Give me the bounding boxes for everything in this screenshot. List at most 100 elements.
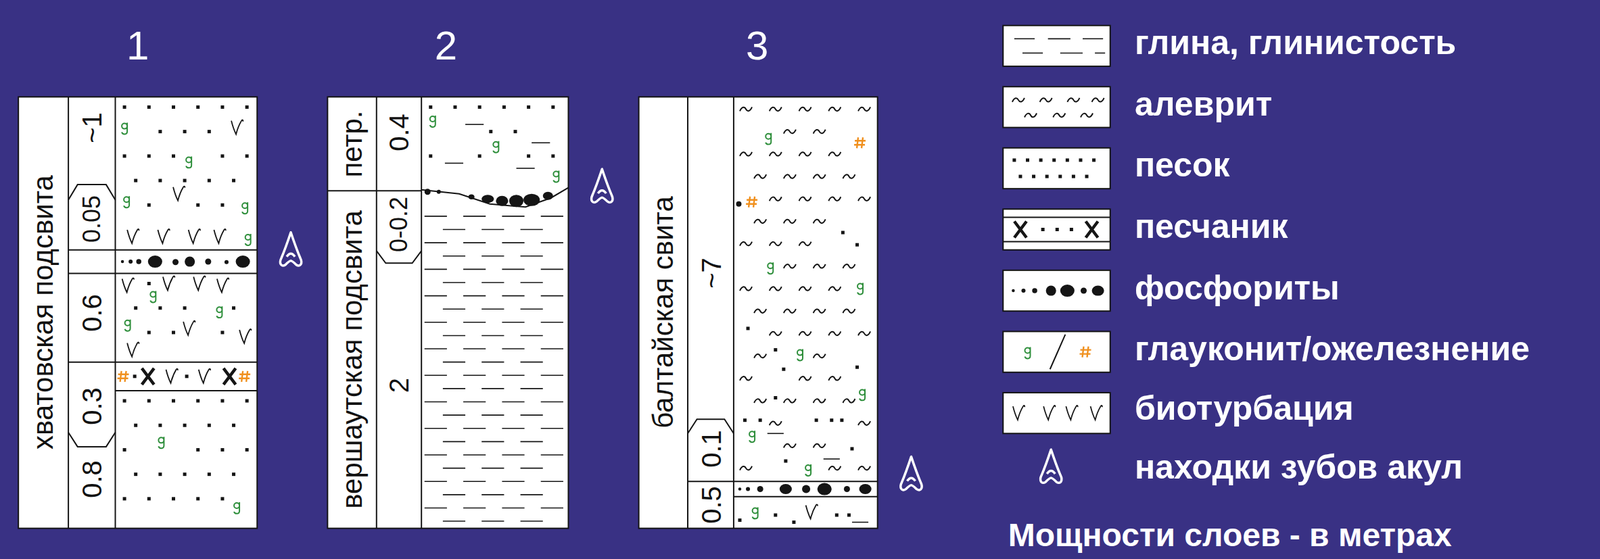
clay-dash [463,480,486,483]
sand-grain [245,154,249,158]
silt-mark [799,196,812,201]
silt-mark [1092,98,1105,103]
phosphorite-nodule [468,194,475,200]
sand-grain [231,424,236,428]
silt-mark [858,196,871,201]
silt-mark [799,286,812,291]
bioturbation-mark [217,277,229,293]
phosphorite-nodule [148,255,163,268]
silt-mark [799,376,812,381]
silt-mark [813,219,826,224]
bioturbation-mark [193,275,205,291]
shark-tooth-icon [900,457,922,491]
glauconite-mark [150,291,156,303]
iron-mark [117,371,130,383]
clay-dash [481,229,504,231]
sand-grain [1085,175,1089,179]
clay-dash [540,480,564,483]
bioturbation-mark [1065,405,1078,420]
sand-grain [133,424,138,428]
silt-mark [828,331,841,336]
silt-mark [842,174,855,179]
glauconite-mark [553,171,559,183]
sandstone-mark [223,368,237,385]
sandstone-mark [1014,221,1027,239]
phosphorite-nodule [121,260,125,264]
sand-grain [1012,158,1016,162]
legend-label: фосфориты [1134,269,1340,307]
clay-dash [463,295,486,297]
thickness-label: 0-0.2 [385,196,413,253]
bioturbation-mark [806,504,818,519]
clay-dash [501,215,525,218]
sand-grain [231,472,236,477]
sand-grain [158,424,162,428]
phosphorite-nodule [1080,288,1087,295]
clay-dash [520,494,544,496]
sand-grain [835,513,839,518]
sand-grain [147,281,151,286]
phosphorite-nodule [1092,286,1105,297]
silt-mark [813,354,826,359]
sand-grain [428,154,433,158]
clay-dash [540,428,564,430]
silt-mark [1052,113,1066,118]
phosphorite-nodule [1060,284,1075,297]
bioturbation-mark [1013,405,1025,420]
sandstone-mark [1086,221,1099,239]
phosphorite-nodule [757,486,764,493]
clay-dash [520,255,544,257]
silt-mark [799,152,812,157]
clay-dash [481,388,504,390]
clay-dash [481,494,504,496]
sand-grain [1058,175,1062,179]
clay-dash [424,454,447,456]
sand-grain [220,203,224,207]
glauconite-mark [216,306,222,318]
sand-grain [773,513,778,518]
phosphorite-nodule [543,192,554,201]
sand-grain [478,154,482,158]
glauconite-mark [805,464,811,477]
sand-grain [185,374,189,379]
sand-grain [207,472,211,477]
legend-divider [1050,334,1066,370]
column-divider [67,96,69,529]
legend-swatch [1002,331,1110,372]
glauconite-mark [123,196,130,208]
sand-grain [1092,158,1096,162]
clay-dash [463,242,486,244]
glauconite-mark [492,141,499,153]
section-column: 1хватовская подсвита [18,96,257,529]
silt-mark [783,219,796,224]
thickness-label: ~7 [696,258,727,290]
layer-boundary [733,496,878,498]
silt-mark [769,421,782,426]
silt-mark [1012,98,1025,103]
silt-mark [783,129,796,134]
clay-dash [520,520,544,523]
glauconite-mark [233,502,240,514]
sand-grain [123,105,127,109]
silt-mark [813,309,826,314]
sand-grain [783,459,788,464]
sand-grain [758,418,763,422]
thickness-label: 0.05 [78,195,106,243]
formation-name: вершаутская подсвита [336,210,368,510]
sand-grain [855,243,859,247]
thickness-label: 0.6 [77,294,107,333]
sand-grain [773,396,778,400]
clay-dash [501,242,525,244]
sand-grain [526,154,531,158]
column-divider [420,96,422,529]
sand-grain [850,446,854,451]
silt-mark [739,376,752,381]
silt-mark [813,264,826,269]
sand-grain [133,374,137,379]
bioturbation-mark [239,329,251,344]
iron-mark [854,137,866,149]
phosphorite-nodule [802,484,811,493]
sand-grain [1071,175,1076,179]
sand-grain [1069,227,1074,232]
formation-cell: хватовская подсвита [18,96,69,529]
